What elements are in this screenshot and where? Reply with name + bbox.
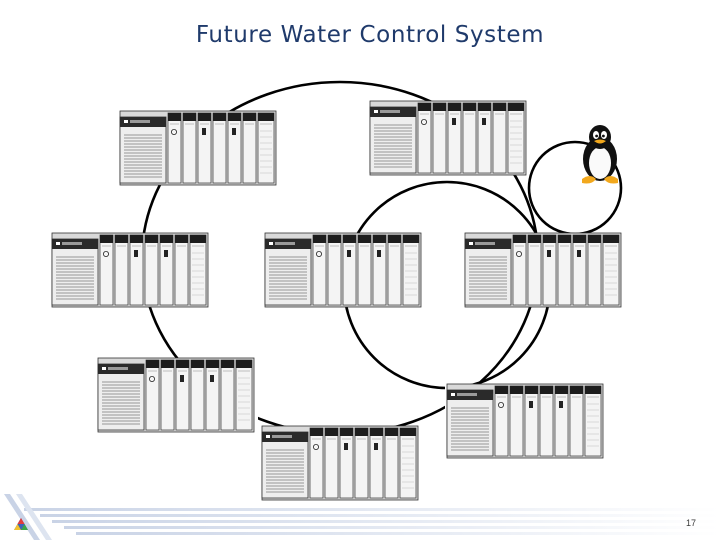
plc-rack [368,100,530,176]
plc-rack [445,383,607,459]
page-number: 17 [686,518,697,528]
slide-title: Future Water Control System [195,22,545,48]
plc-rack [260,425,422,501]
plc-rack [263,232,425,308]
plc-rack [96,357,258,433]
company-logo-icon [14,518,28,530]
plc-rack [50,232,212,308]
footer-band [4,494,720,540]
plc-rack [463,232,625,308]
linux-tux-icon [582,125,618,184]
plc-rack [118,110,280,186]
